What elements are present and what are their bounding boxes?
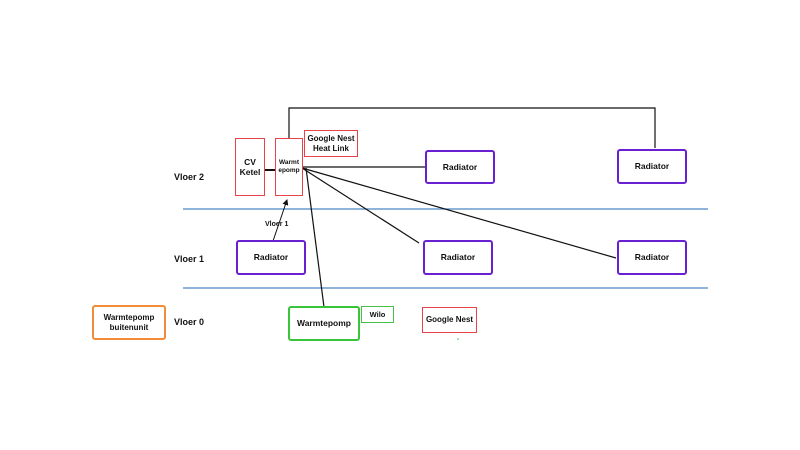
arrow-label-vloer-1: Vloer 1: [265, 221, 289, 228]
radiator-f1-c-box[interactable]: Radiator: [617, 240, 687, 275]
wilo-box[interactable]: Wilo: [361, 306, 394, 323]
floor-label-vloer-2: Vloer 2: [174, 172, 205, 182]
connector-to-warmtepomp-ground: [305, 167, 325, 308]
radiator-f2-b-box[interactable]: Radiator: [617, 149, 687, 184]
radiator-f1-a-box[interactable]: Radiator: [236, 240, 306, 275]
cv-ketel-box[interactable]: CV Ketel: [235, 138, 265, 196]
warmtepomp-vertical-box[interactable]: Warmt epomp: [275, 138, 303, 196]
floor-label-vloer-0: Vloer 0: [174, 317, 205, 327]
google-nest-heat-link-box[interactable]: Google Nest Heat Link: [304, 130, 358, 157]
arrow-radiator-f1-to-warmtepomp: [272, 199, 289, 242]
radiator-f1-b-box[interactable]: Radiator: [423, 240, 493, 275]
connector-loop-to-radiator-f2-b: [288, 107, 656, 148]
connector-to-radiator-f1-b: [301, 167, 617, 259]
green-dot: [457, 338, 459, 340]
radiator-f2-a-box[interactable]: Radiator: [425, 150, 495, 184]
connector-to-radiator-f1-a: [301, 167, 420, 244]
warmtepomp-box[interactable]: Warmtepomp: [288, 306, 360, 341]
floor-label-vloer-1: Vloer 1: [174, 254, 205, 264]
google-nest-box[interactable]: Google Nest: [422, 307, 477, 333]
warmtepomp-buitenunit-box[interactable]: Warmtepomp buitenunit: [92, 305, 166, 340]
